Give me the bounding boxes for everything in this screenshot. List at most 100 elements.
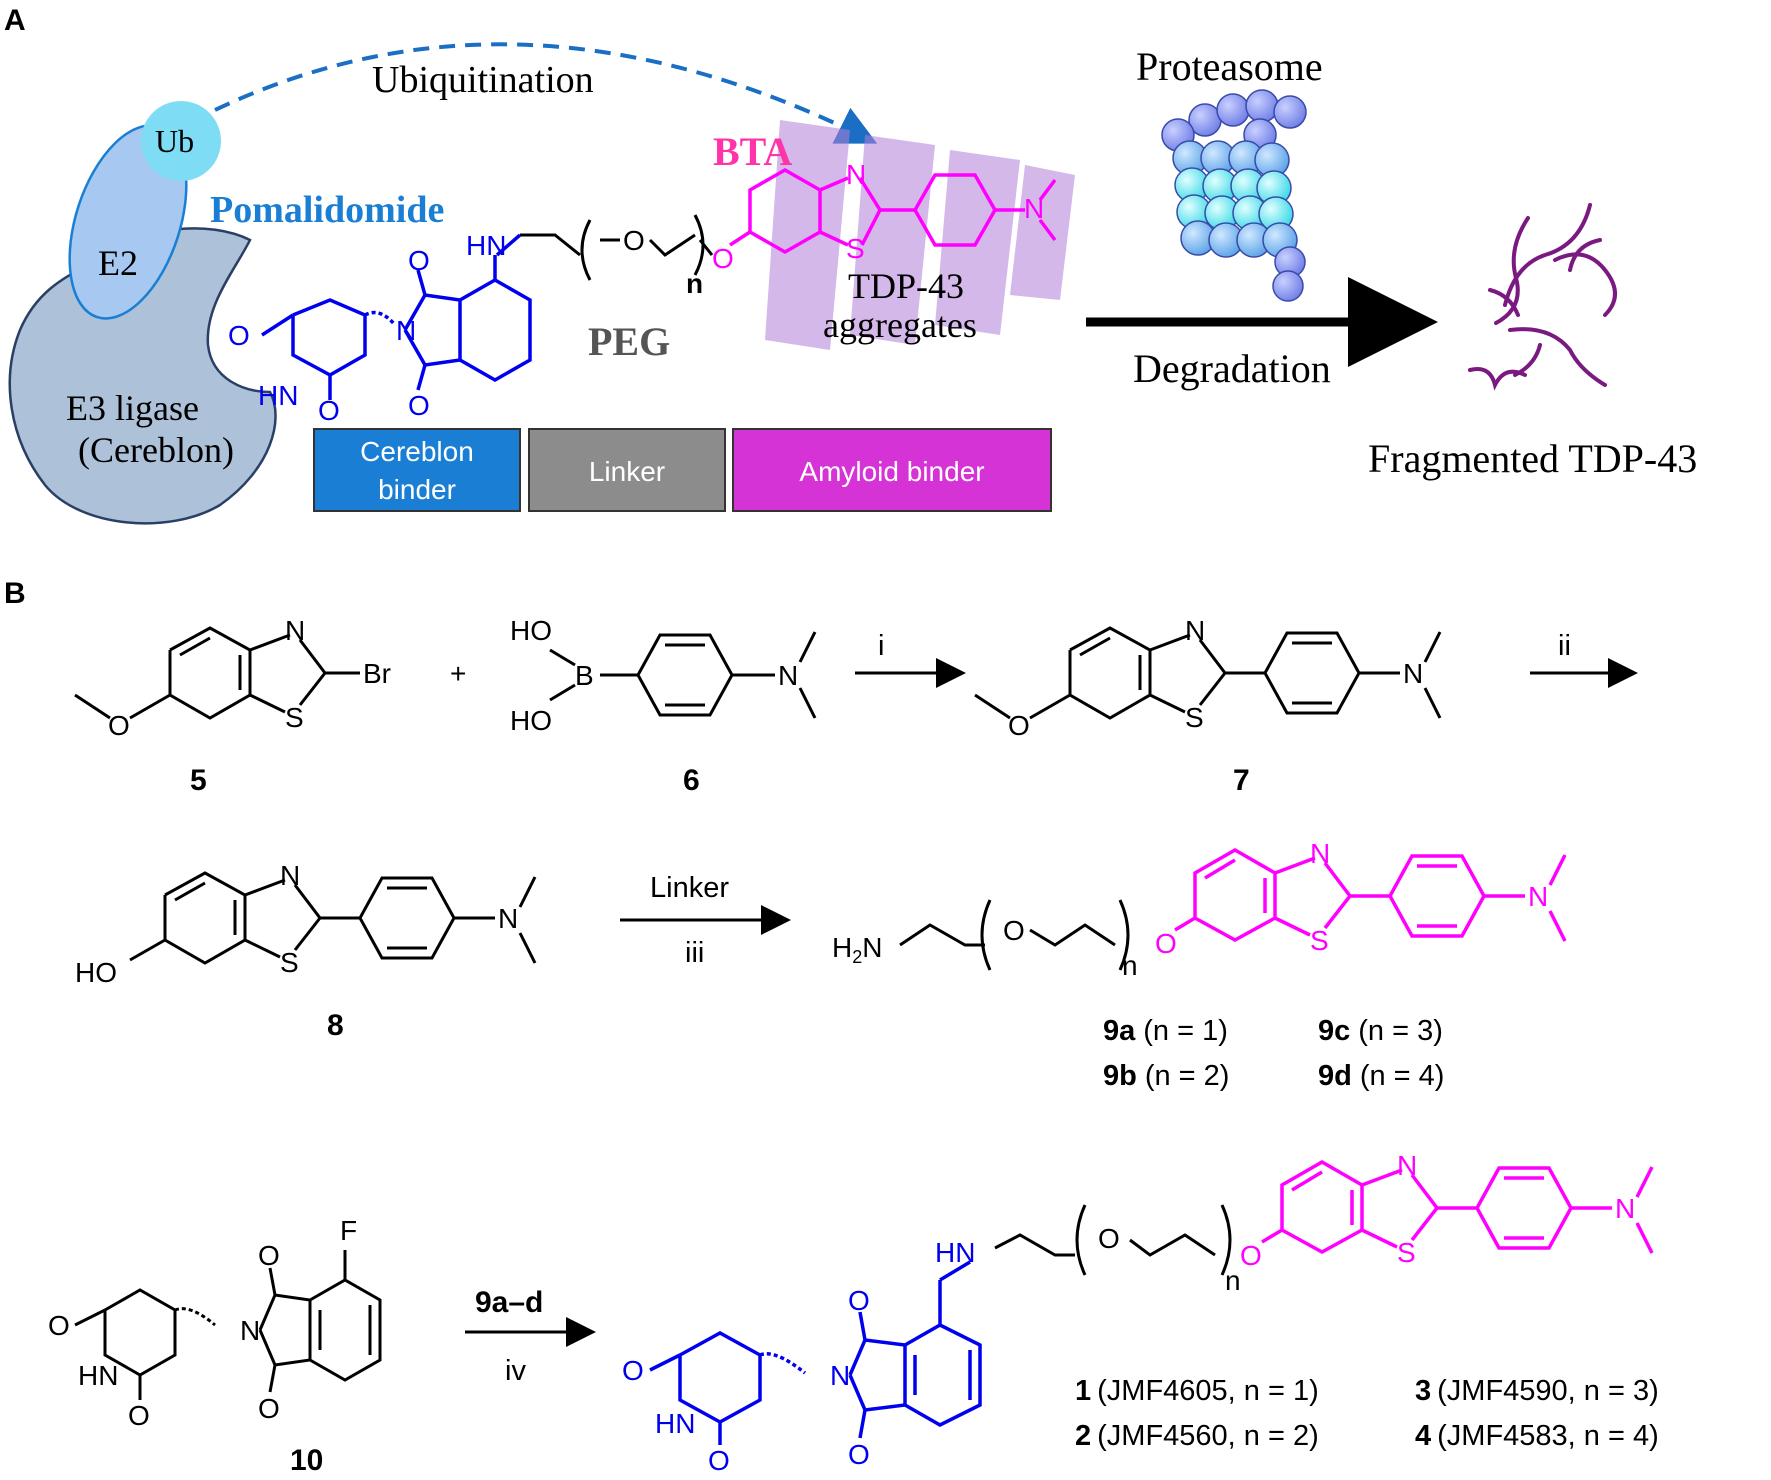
atom-n: N [1528,881,1548,912]
compound-7-label: 7 [1233,764,1250,797]
n-subscript: n [1225,1265,1241,1296]
e2-label: E2 [98,243,138,283]
fragmented-tdp43-shape [1468,203,1617,391]
atom-n: N [1615,1193,1635,1224]
pomalidomide-structure-a [261,233,532,400]
e3-label-line2: (Cereblon) [78,430,234,470]
reagent-iii: iii [685,937,704,969]
structure-5 [74,626,360,720]
amyloid-binder-box [732,428,1052,512]
atom-o: O [1098,1223,1120,1254]
peg-oxygen: O [623,225,645,256]
cereblon-binder-box [313,428,521,512]
bta-atom-s: S [846,233,865,264]
product-pomalidomide [649,1260,982,1445]
atom-n: N [396,315,416,346]
series-9a: 9a(n = 1) [1103,1015,1228,1047]
atom-hn: HN [655,1408,695,1439]
panel-a-label: A [4,4,26,37]
atom-br: Br [363,658,391,689]
structure-8 [129,871,537,965]
atom-o: O [622,1355,644,1386]
structure-7 [974,626,1442,720]
atom-ho: HO [75,957,117,988]
structure-6 [549,631,817,719]
atom-n: N [498,903,518,934]
atom-hn: HN [935,1237,975,1268]
atom-o: O [48,1310,70,1341]
atom-o: O [228,320,250,351]
atom-o: O [258,1393,280,1424]
atom-o: O [318,395,340,426]
reagent-iv: iv [505,1355,526,1387]
panel-b-label: B [4,577,26,610]
atom-o: O [848,1439,870,1470]
product-list: 1(JMF4605, n = 1) 2(JMF4560, n = 2) 3(JM… [1075,1375,1659,1452]
linker-box [528,428,726,512]
fragmented-label: Fragmented TDP-43 [1368,436,1697,481]
structure-9-linker [899,899,1130,971]
compound-10-label: 10 [290,1444,323,1477]
atom-n: N [1185,615,1205,646]
atom-s: S [1310,925,1329,956]
ub-label: Ub [155,123,194,159]
series-9c: 9c(n = 3) [1318,1015,1443,1047]
atom-s: S [280,947,299,978]
ubiquitination-arrow [214,42,878,144]
structure-10 [74,1250,382,1400]
peg-label: PEG [588,319,670,364]
bta-oxygen: O [712,243,734,274]
linker-box-label: Linker [589,456,665,487]
product-1: 1(JMF4605, n = 1) [1075,1375,1319,1407]
tdp43-label-line2: aggregates [823,305,977,345]
bta-atom-n: N [846,159,866,190]
compound-8-label: 8 [327,1009,344,1042]
atom-o: O [408,390,430,421]
atom-ho: HO [510,705,552,736]
reagent-i: i [878,630,884,662]
product-2: 2(JMF4560, n = 2) [1075,1420,1319,1452]
atom-s: S [1397,1237,1416,1268]
atom-s: S [1185,702,1204,733]
atom-n: N [280,860,300,891]
cereblon-box-line2: binder [378,474,456,505]
atom-ho: HO [510,615,552,646]
atom-s: S [285,702,304,733]
bta-structure-a [729,167,1057,255]
peg-linker-a [520,214,714,281]
peg-n-subscript: n [686,268,703,299]
atom-o: O [1003,915,1025,946]
tdp43-label-line1: TDP-43 [848,266,964,306]
atom-o: O [848,1285,870,1316]
e3-ligase-shape [8,227,277,525]
pomalidomide-label: Pomalidomide [210,189,444,231]
amyloid-box-label: Amyloid binder [799,456,984,487]
product-bta [1261,1159,1654,1254]
atom-hn: HN [466,230,506,261]
n-subscript: n [1122,950,1138,981]
atom-o: O [128,1400,150,1431]
atom-n: N [1310,838,1330,869]
atom-o: O [1240,1240,1262,1271]
atom-o: O [258,1240,280,1271]
atom-f: F [340,1215,357,1246]
tdp43-aggregates-shape [765,120,1075,350]
series-9-list: 9a(n = 1) 9b(n = 2) 9c(n = 3) 9d(n = 4) [1103,1015,1444,1092]
cereblon-box-line1: Cereblon [360,436,474,467]
compound-6-label: 6 [683,764,700,797]
atom-n: N [1403,658,1423,689]
series-9d: 9d(n = 4) [1318,1060,1444,1092]
atom-hn: HN [78,1360,118,1391]
atom-n: N [240,1315,260,1346]
plus-sign: + [450,658,466,689]
ubiquitination-label: Ubiquitination [372,59,594,101]
product-linker [994,1204,1232,1276]
atom-n: N [1397,1150,1417,1181]
atom-o: O [408,245,430,276]
atom-o: O [1155,928,1177,959]
bta-atom-n: N [1024,193,1044,224]
atom-o: O [708,1445,730,1476]
atom-b: B [575,660,594,691]
structure-9-bta [1174,847,1567,942]
